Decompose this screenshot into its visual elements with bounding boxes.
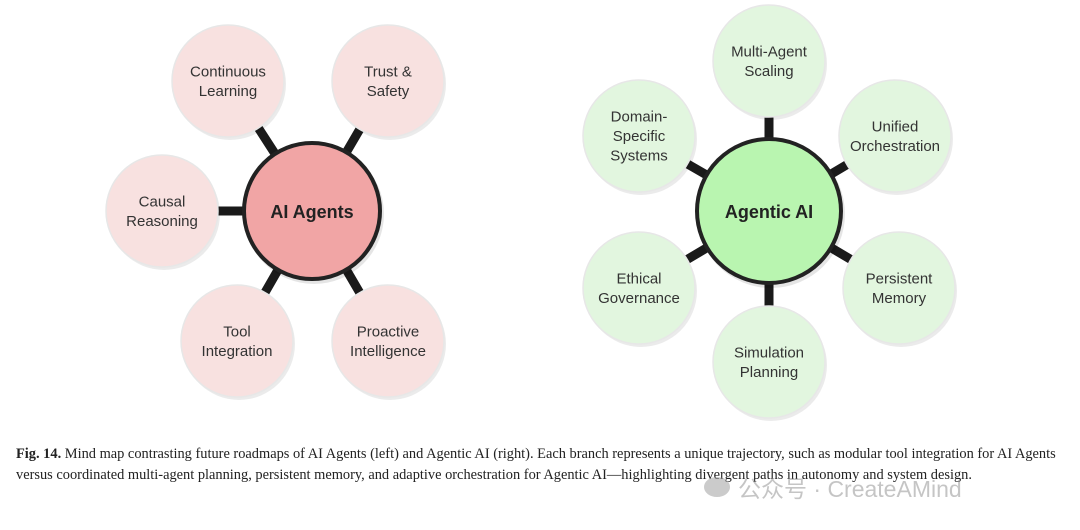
node-circle xyxy=(331,24,445,138)
node-label: Scaling xyxy=(744,63,793,80)
node-circle xyxy=(842,231,956,345)
node-label: Causal xyxy=(139,193,186,210)
node-label: Learning xyxy=(199,83,257,100)
node-circle xyxy=(712,305,826,419)
node-circle xyxy=(838,79,952,193)
center-circle xyxy=(242,141,382,281)
watermark-text: 公众号 · CreateAMind xyxy=(738,476,962,502)
figure-caption-text: Mind map contrasting future roadmaps of … xyxy=(16,446,1056,483)
center-node: AI Agents xyxy=(242,141,384,284)
node-trust-safety: Trust & Safety xyxy=(331,24,446,140)
node-label: Intelligence xyxy=(350,343,426,360)
node-label: Safety xyxy=(367,83,410,100)
node-label: Multi-Agent xyxy=(731,43,808,60)
node-circle xyxy=(582,79,696,193)
node-label: Orchestration xyxy=(850,138,940,155)
center-label: Agentic AI xyxy=(725,202,813,222)
node-label: Trust & xyxy=(364,63,412,80)
node-label: Memory xyxy=(872,290,927,307)
center-circle xyxy=(695,137,843,285)
center-node: Agentic AI xyxy=(695,137,845,288)
watermark: 公众号 · CreateAMind xyxy=(704,470,962,504)
node-circle xyxy=(331,284,445,398)
node-label: Specific xyxy=(613,128,666,145)
node-label: Ethical xyxy=(616,270,661,287)
figure-label: Fig. 14. xyxy=(16,446,62,462)
node-label: Continuous xyxy=(190,63,266,80)
figure-caption: Fig. 14. Mind map contrasting future roa… xyxy=(16,444,1056,486)
node-label: Systems xyxy=(610,148,668,165)
node-label: Proactive xyxy=(357,323,420,340)
node-label: Integration xyxy=(202,343,273,360)
node-circle xyxy=(105,154,219,268)
node-label: Planning xyxy=(740,364,798,381)
node-label: Unified xyxy=(872,118,919,135)
node-circle xyxy=(712,4,826,118)
node-label: Persistent xyxy=(866,270,934,287)
node-label: Governance xyxy=(598,290,680,307)
connector-continuous-learning xyxy=(250,118,282,162)
node-label: Reasoning xyxy=(126,213,198,230)
node-label: Tool xyxy=(223,323,251,340)
center-label: AI Agents xyxy=(270,202,353,222)
node-label: Domain- xyxy=(611,109,668,126)
node-circle xyxy=(180,284,294,398)
node-circle xyxy=(582,231,696,345)
wechat-icon xyxy=(704,477,730,497)
node-label: Simulation xyxy=(734,344,804,361)
node-circle xyxy=(171,24,285,138)
